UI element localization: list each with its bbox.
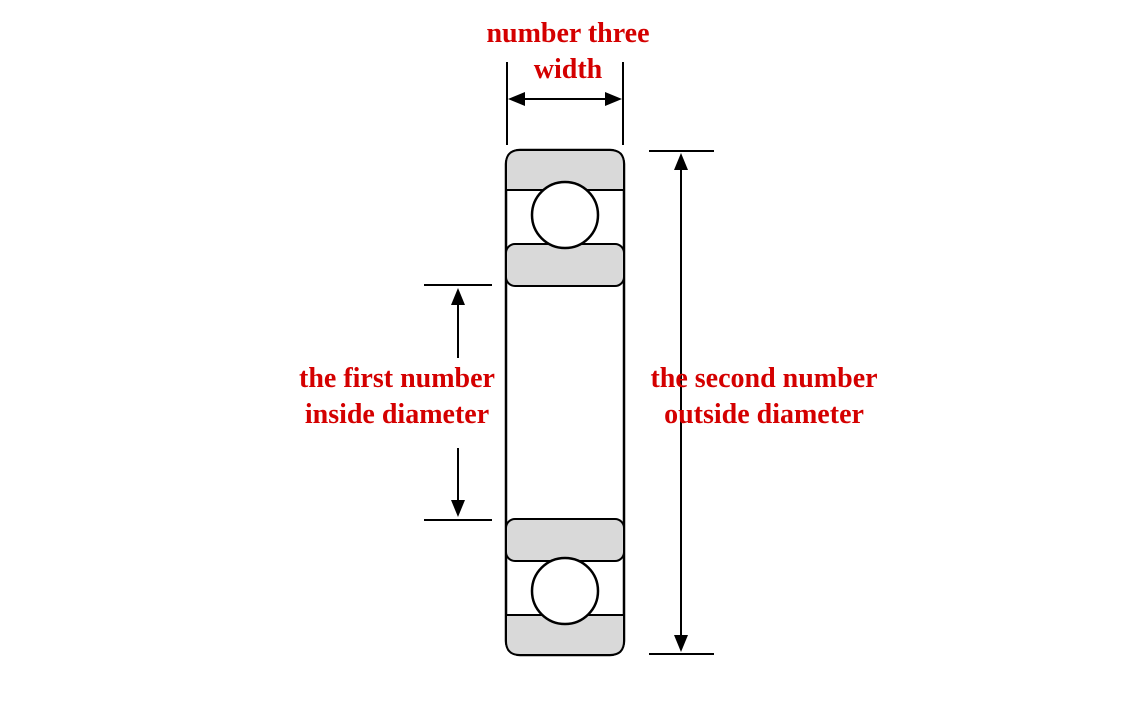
inner-ring-top [505, 243, 625, 287]
inside-diameter-label-line2: inside diameter [304, 399, 490, 430]
outside-diameter-dimension [649, 150, 714, 655]
inside-diameter-label-line1: the first number [299, 363, 495, 394]
ball-bottom [530, 556, 600, 626]
inner-ring-bottom [505, 518, 625, 562]
inside-diameter-label: the first number inside diameter [299, 361, 495, 433]
ball-top [530, 180, 600, 250]
width-label: number three width [486, 16, 649, 88]
bearing-cross-section [504, 148, 626, 657]
outside-diameter-arrowhead-bottom [674, 635, 688, 652]
width-label-line2: width [533, 54, 603, 85]
outside-diameter-label: the second number outside diameter [650, 361, 877, 433]
inside-diameter-dimension [424, 284, 492, 521]
outer-ring-top [505, 149, 625, 191]
outer-ring-bottom [505, 614, 625, 656]
outside-diameter-arrowhead-top [674, 153, 688, 170]
width-dimension [506, 62, 624, 145]
outside-diameter-label-line2: outside diameter [664, 399, 864, 430]
outside-diameter-label-line1: the second number [650, 363, 878, 394]
inside-diameter-arrowhead-top [451, 288, 465, 305]
width-label-line1: number three [486, 18, 650, 49]
width-arrowhead-left [508, 92, 525, 106]
inside-diameter-arrowhead-bottom [451, 500, 465, 517]
width-arrowhead-right [605, 92, 622, 106]
